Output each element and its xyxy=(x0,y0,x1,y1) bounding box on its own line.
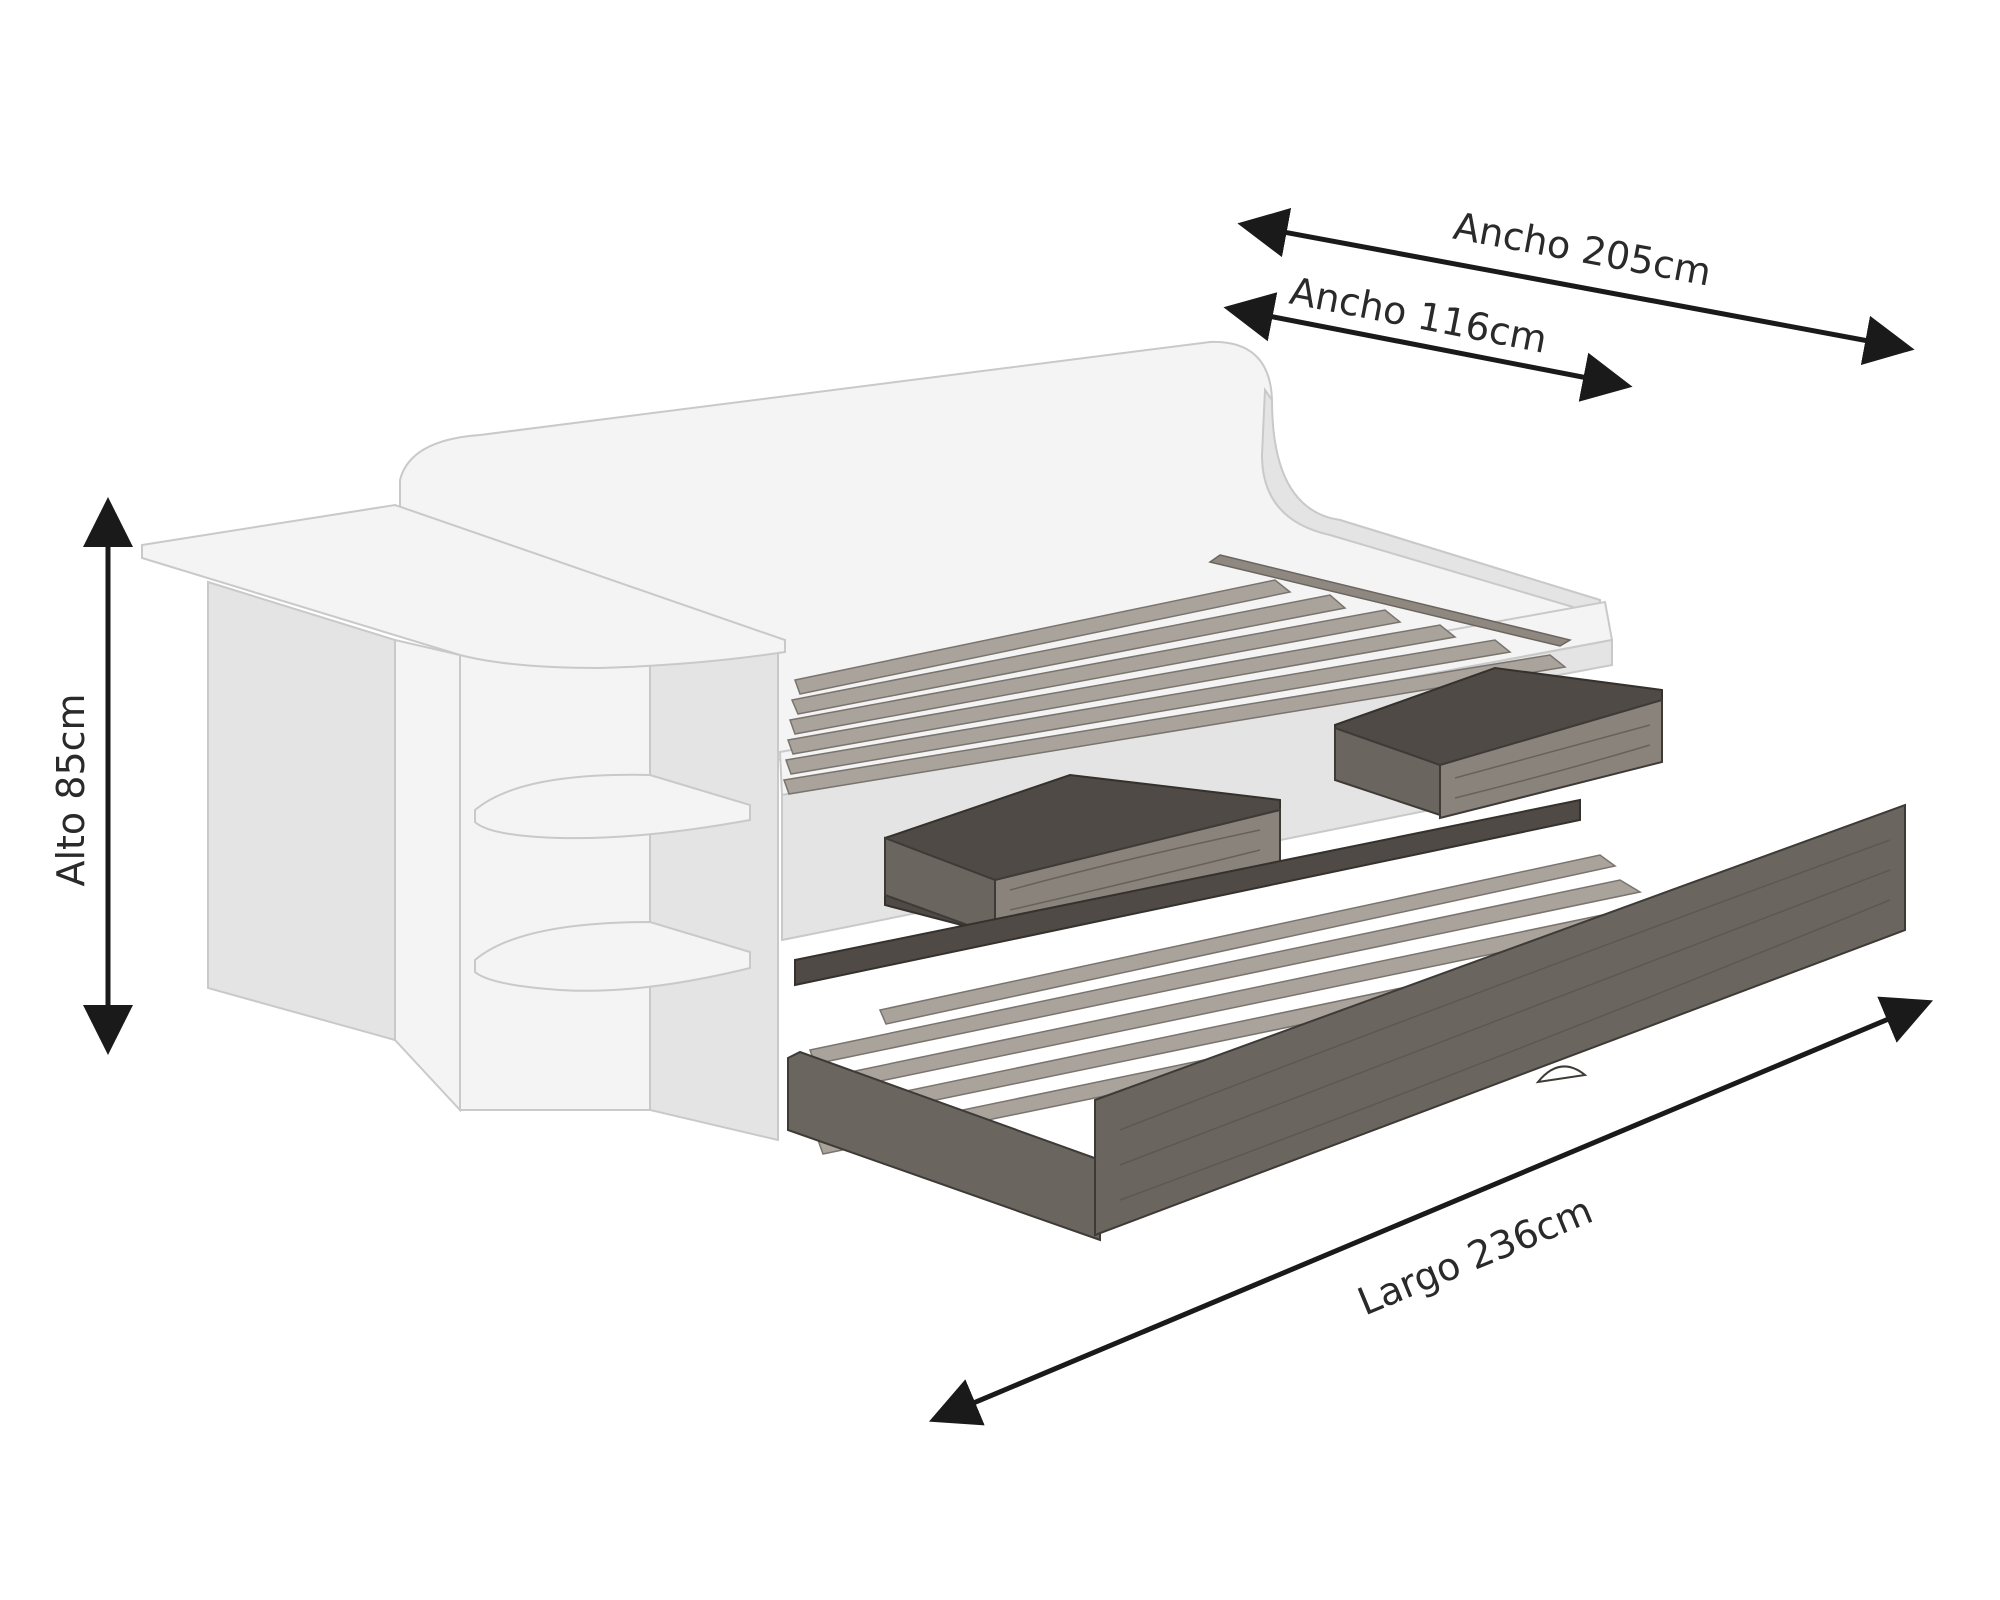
trundle-handle-cutout xyxy=(1535,1065,1588,1084)
dimension-lines xyxy=(83,208,1934,1426)
shelf-tower-side xyxy=(459,653,651,1111)
dimension-arrow-ancho-116 xyxy=(1223,292,1633,402)
label-ancho-116: Ancho 116cm xyxy=(1286,269,1550,362)
label-largo: Largo 236cm xyxy=(1351,1188,1598,1324)
round-shelf-lower xyxy=(474,920,751,992)
shelf-tower-front xyxy=(649,646,779,1142)
dimension-arrow-ancho-205 xyxy=(1237,208,1915,365)
desk-left-leg xyxy=(207,580,396,1042)
drawer-right xyxy=(1334,666,1663,820)
desk-unit xyxy=(141,503,786,1142)
label-alto: Alto 85cm xyxy=(49,693,93,886)
desk-top xyxy=(141,503,786,670)
upper-slats xyxy=(782,554,1572,795)
round-shelf-upper xyxy=(474,773,751,840)
desk-inner-panel xyxy=(394,638,461,1113)
dimension-arrow-largo xyxy=(928,996,1934,1426)
label-ancho-205: Ancho 205cm xyxy=(1450,204,1714,295)
